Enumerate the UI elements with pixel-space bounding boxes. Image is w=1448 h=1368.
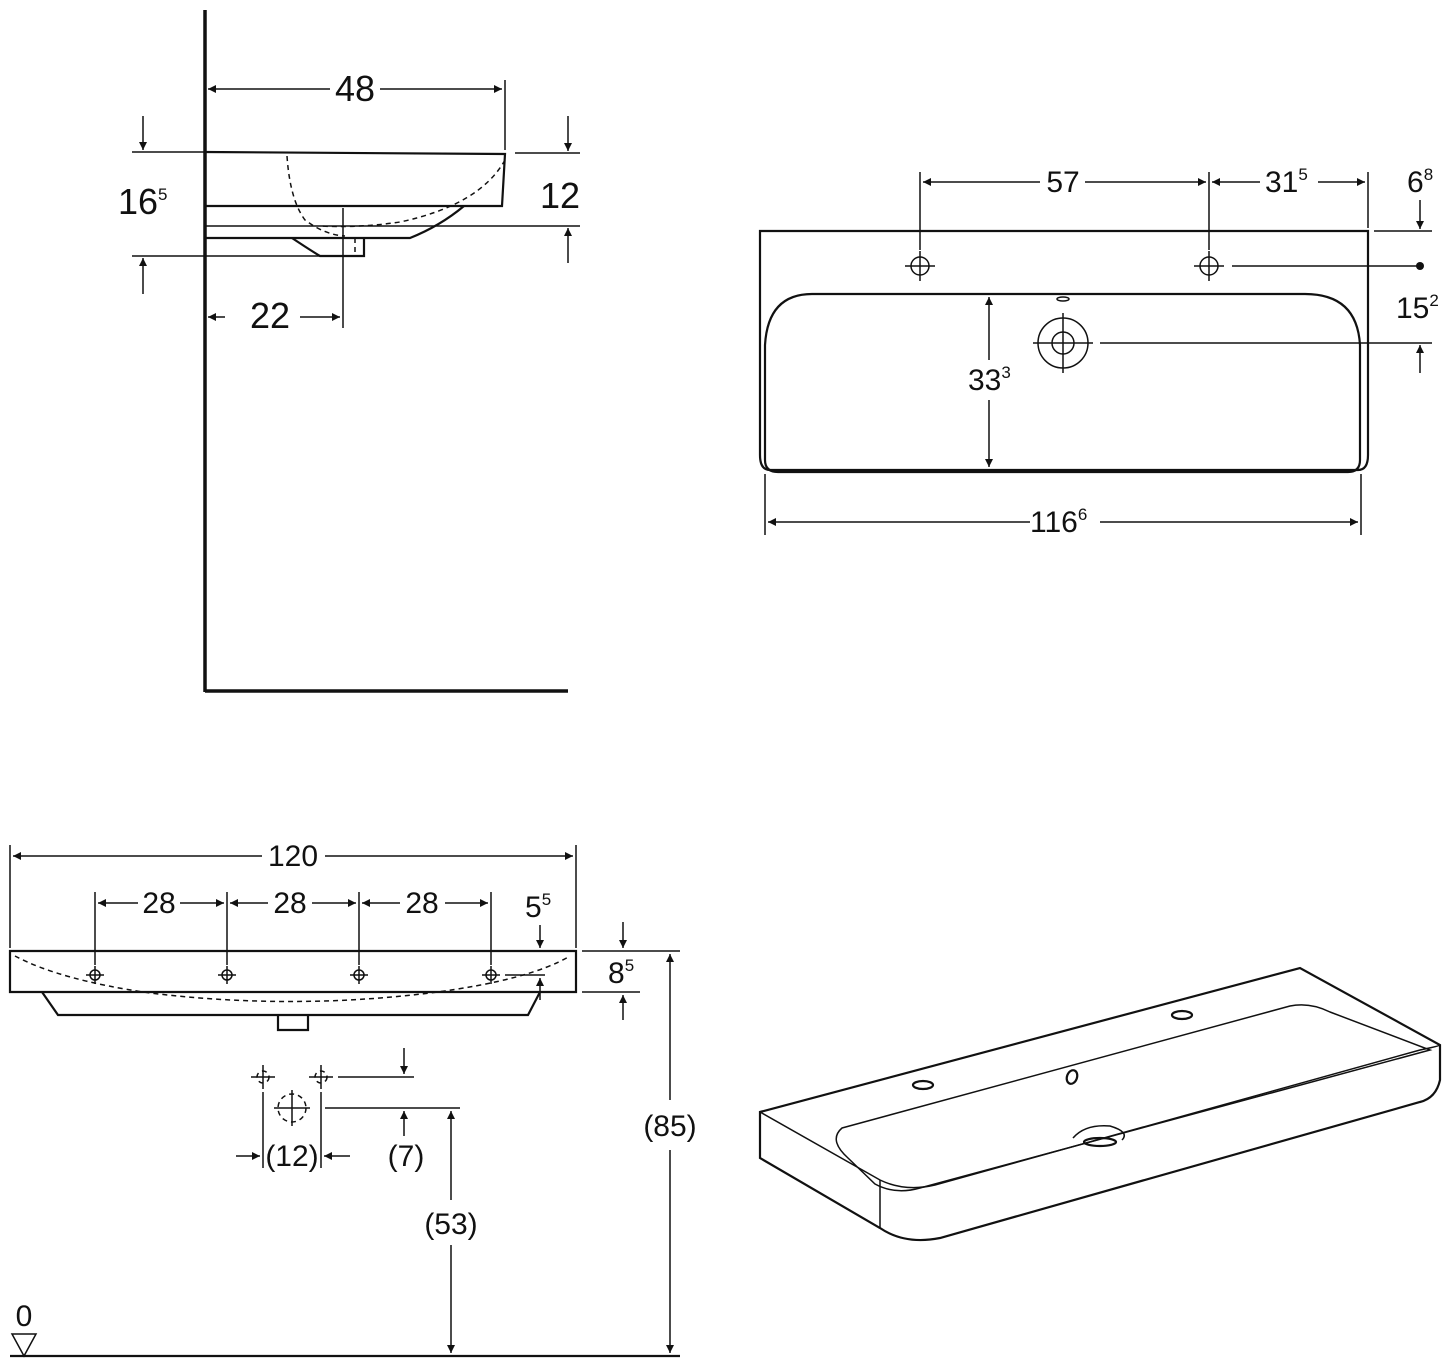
bowl-perspective-outline: [835, 1004, 1433, 1192]
floor-level-label: 0: [16, 1300, 33, 1333]
drain-perspective: [1072, 1125, 1125, 1141]
dim-rim-height: 85: [608, 956, 634, 990]
tap-hole-perspective-right: [1170, 1009, 1194, 1021]
dim-drain-back: 152: [1396, 291, 1439, 325]
dim-hole-back: 68: [1407, 165, 1433, 199]
basin-outline-top: [758, 229, 1370, 472]
dim-installation-height: (85): [643, 1110, 696, 1143]
dim-height-right-12: 12: [540, 175, 580, 216]
front-view: 120 28 28 28 55 85 (85): [8, 840, 697, 1358]
dim-spacing-28-1: 28: [142, 887, 175, 920]
tap-marker-4: [482, 966, 500, 984]
drain-front: [276, 1015, 310, 1032]
basin-rim-profile: [204, 150, 507, 208]
tap-marker-3: [350, 966, 368, 984]
dim-outlet-drop: (7): [388, 1140, 425, 1173]
dim-total-width-120: 120: [268, 840, 318, 873]
tap-hole-perspective-left: [911, 1079, 935, 1091]
dim-depth-48: 48: [335, 68, 375, 109]
bowl-dashed-line: [286, 155, 346, 237]
outlet-marker-left: [251, 1065, 275, 1089]
drain-body-profile: [291, 237, 366, 258]
outlet-marker-right: [309, 1065, 333, 1089]
basin-front-body: [8, 949, 578, 994]
tap-marker-2: [218, 966, 236, 984]
bowl-front-dashed: [14, 955, 571, 1003]
basin-perspective-outline: [758, 966, 1442, 1242]
dim-drain-offset-22: 22: [250, 295, 290, 336]
side-view: 48 165 12 22: [118, 10, 580, 693]
dim-outlet-spacing: (12): [265, 1140, 318, 1173]
dim-hole-right: 315: [1265, 165, 1308, 199]
basin-front-underside: [41, 991, 541, 1017]
tap-marker-1: [86, 966, 104, 984]
dim-spacing-28-3: 28: [405, 887, 438, 920]
bowl-outline-top: [763, 292, 1362, 474]
dim-spacing-28-2: 28: [273, 887, 306, 920]
dim-edge-offset: 55: [525, 890, 551, 924]
perspective-view: [758, 966, 1442, 1242]
dim-hole-spacing-57: 57: [1046, 166, 1079, 199]
top-view: 57 315 68 152 333 1166: [758, 165, 1439, 539]
dim-height-left: 165: [118, 181, 168, 222]
dim-bowl-depth: 333: [968, 363, 1011, 397]
dim-outlet-height: (53): [424, 1208, 477, 1241]
dim-bowl-width: 1166: [1030, 505, 1087, 539]
floor-level-icon: [10, 1333, 38, 1358]
basin-underside-profile: [205, 205, 465, 240]
drain-center-marker: [274, 1090, 310, 1126]
overflow-perspective: [1065, 1069, 1079, 1085]
